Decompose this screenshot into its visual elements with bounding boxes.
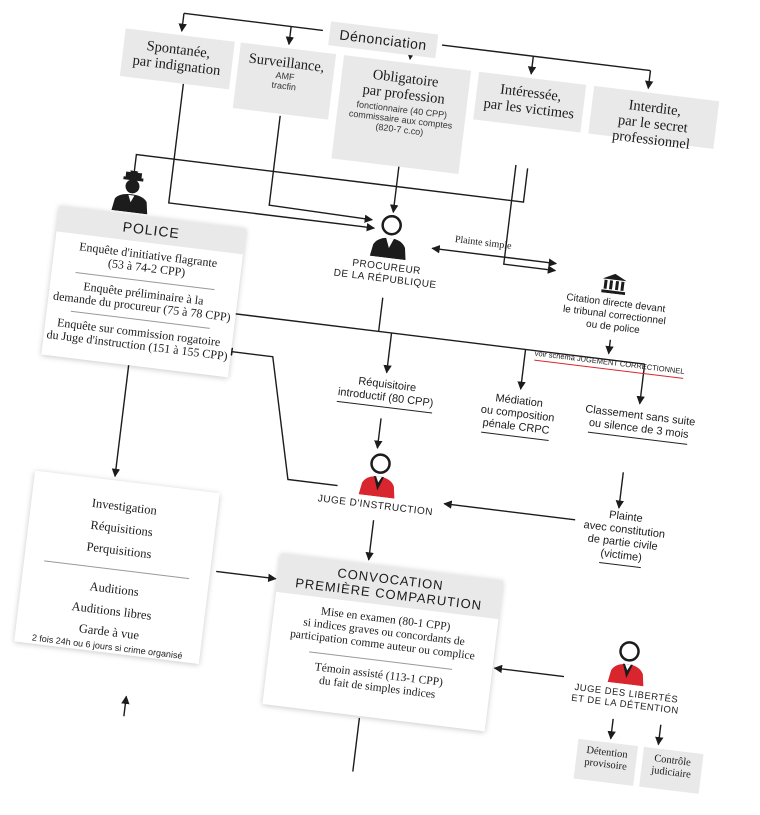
source-obligatoire: Obligatoire par profession fonctionnaire… [331, 55, 472, 174]
courthouse-icon [601, 272, 627, 296]
temoin-assiste: Témoin assisté (113-1 CPP) du fait de si… [265, 655, 490, 708]
police-officer-icon [109, 168, 154, 215]
investigation-panel: Investigation Réquisitions Perquisitions… [14, 470, 220, 664]
prosecutor-icon [368, 212, 413, 261]
judge-icon [357, 450, 402, 499]
police-enquete-item: Enquête sur commission rogatoire du Juge… [43, 315, 233, 364]
detention-provisoire-box: Détention provisoire [573, 738, 639, 786]
controle-judiciaire-box: Contrôle judiciaire [639, 746, 704, 794]
police-panel: POLICE Enquête d'initiative flagrante (5… [41, 205, 247, 378]
convocation-panel: CONVOCATION PREMIÈRE COMPARUTION Mise en… [262, 553, 504, 732]
jld-judge-icon [606, 638, 651, 687]
source-surveillance: Surveillance, AMF tracfin [232, 42, 337, 120]
